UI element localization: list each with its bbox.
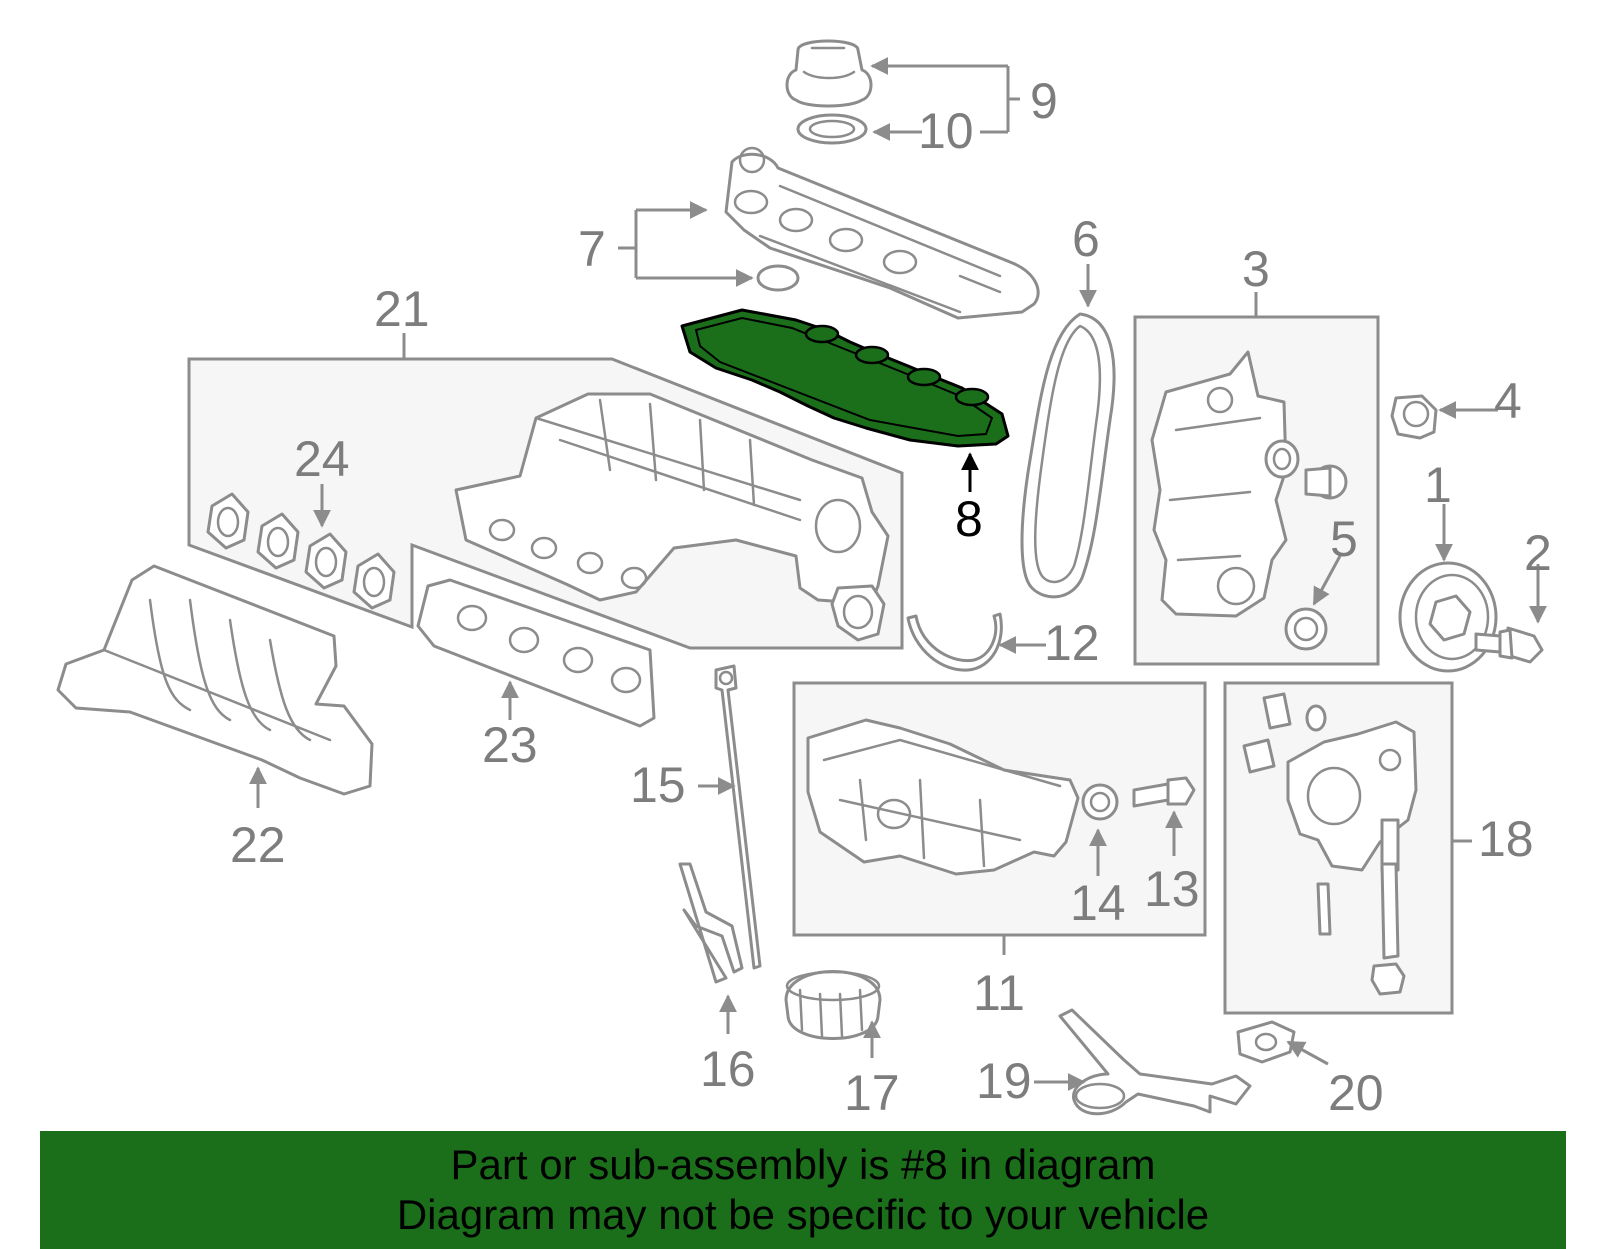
callout-22: 22	[230, 817, 286, 873]
callout-24: 24	[294, 431, 350, 487]
drain-plug-bolt	[1132, 776, 1196, 808]
timing-cover-plug	[1304, 464, 1348, 500]
cover-plug	[1390, 394, 1438, 440]
callout-17: 17	[844, 1065, 900, 1121]
crankshaft-seal	[1284, 607, 1328, 651]
callout-8: 8	[955, 491, 983, 547]
callout-11: 11	[973, 965, 1025, 1021]
oil-filter	[784, 970, 882, 1040]
pulley-bolt	[1474, 626, 1544, 664]
callout-3: 3	[1242, 241, 1270, 297]
exhaust-manifold	[56, 564, 374, 796]
callout-19: 19	[976, 1053, 1032, 1109]
banner-line-part: Part or sub-assembly is #8 in diagram	[450, 1141, 1156, 1188]
callout-9: 9	[1030, 73, 1058, 129]
callout-6: 6	[1072, 211, 1100, 267]
oil-strainer	[1058, 1008, 1252, 1116]
callout-10: 10	[918, 103, 974, 159]
callout-1: 1	[1424, 457, 1452, 513]
callout-20: 20	[1328, 1065, 1384, 1121]
valve-cover-seal	[756, 264, 800, 292]
valve-cover	[724, 146, 1040, 320]
callout-14: 14	[1070, 875, 1126, 931]
chain-guide-seal	[906, 612, 1003, 672]
info-banner: Part or sub-assembly is #8 in diagram Di…	[40, 1131, 1566, 1249]
callout-18: 18	[1478, 811, 1534, 867]
callout-4: 4	[1494, 373, 1522, 429]
callout-16: 16	[700, 1041, 756, 1097]
callout-2: 2	[1524, 525, 1552, 581]
callout-12: 12	[1044, 615, 1100, 671]
strainer-gasket	[1236, 1020, 1296, 1064]
timing-chain	[1020, 312, 1116, 599]
valve-cover-gasket-highlighted	[680, 308, 1010, 448]
oil-filler-cap	[785, 39, 873, 108]
throttle-body-gasket	[830, 584, 886, 642]
oil-pan	[806, 718, 1080, 876]
oil-dipstick	[714, 664, 762, 970]
oil-pump-assembly	[1242, 692, 1418, 996]
dipstick-tube	[678, 862, 744, 984]
crankshaft-pulley	[1398, 561, 1498, 673]
timing-chain-cover	[1150, 350, 1288, 618]
callout-13: 13	[1144, 861, 1200, 917]
callout-23: 23	[482, 717, 538, 773]
callout-15: 15	[630, 757, 686, 813]
callout-5: 5	[1330, 511, 1358, 567]
callout-21: 21	[374, 281, 430, 337]
exhaust-manifold-gasket	[416, 578, 656, 728]
intake-port-gaskets	[206, 492, 396, 610]
timing-cover-seal	[1264, 439, 1300, 479]
filler-cap-seal	[796, 113, 868, 145]
banner-line-disclaimer: Diagram may not be specific to your vehi…	[396, 1191, 1210, 1238]
drain-plug-washer	[1081, 783, 1119, 821]
callout-7: 7	[578, 221, 606, 277]
